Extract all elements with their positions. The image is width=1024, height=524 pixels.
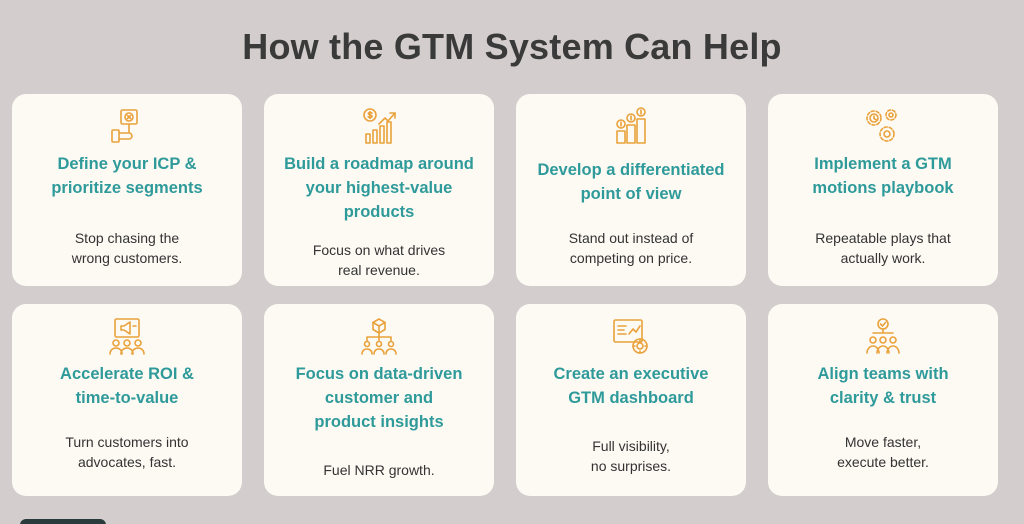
card-differentiated-pov: Develop a differentiated point of view S… [516,94,746,286]
dashboard-monitor-icon [611,316,651,356]
card-heading: Align teams with clarity & trust [817,365,949,407]
megaphone-audience-icon [107,316,147,356]
card-gtm-playbook: Implement a GTM motions playbook Repeata… [768,94,998,286]
card-description: Fuel NRR growth. [323,462,435,478]
card-description: Stand out instead of competing on price. [568,230,694,266]
card-align-teams: Align teams with clarity & trust Move fa… [768,304,998,496]
card-data-driven-insights: Focus on data-driven customer and produc… [264,304,494,496]
card-define-icp: Define your ICP & prioritize segments St… [12,94,242,286]
team-alignment-icon [863,316,903,356]
card-heading: Implement a GTM motions playbook [812,155,954,197]
card-description: Focus on what drives real revenue. [312,242,446,278]
card-heading: Build a roadmap around your highest-valu… [284,155,474,221]
card-heading: Develop a differentiated point of view [537,161,725,203]
card-description: Stop chasing the wrong customers. [71,230,183,266]
card-heading: Accelerate ROI & time-to-value [60,365,194,407]
gears-clock-icon [863,106,903,146]
voting-sign-icon [107,106,147,146]
dollar-bars-icon [611,106,651,146]
footer-badge [20,519,106,524]
card-heading: Define your ICP & prioritize segments [51,155,203,197]
card-description: Full visibility, no surprises. [590,438,672,474]
card-heading: Focus on data-driven customer and produc… [295,365,463,431]
page-title: How the GTM System Can Help [242,26,782,67]
card-description: Move faster, execute better. [837,434,929,470]
card-executive-dashboard: Create an executive GTM dashboard Full v… [516,304,746,496]
card-accelerate-roi: Accelerate ROI & time-to-value Turn cust… [12,304,242,496]
card-description: Repeatable plays that actually work. [815,230,951,266]
data-hierarchy-icon [359,316,399,356]
card-heading: Create an executive GTM dashboard [553,365,709,407]
card-build-roadmap: Build a roadmap around your highest-valu… [264,94,494,286]
revenue-growth-chart-icon [359,106,399,146]
card-description: Turn customers into advocates, fast. [65,434,189,470]
